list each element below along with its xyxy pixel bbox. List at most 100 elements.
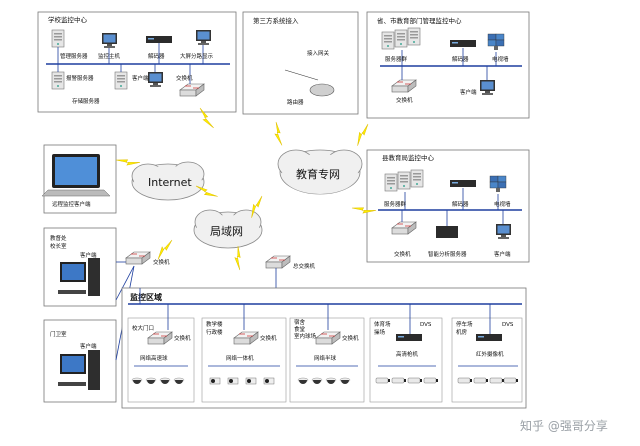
label-alarm-server: 报警服务器 — [66, 74, 94, 82]
third-party-title: 第三方系统接入 — [253, 16, 299, 25]
watermark: 知乎 @强哥分享 — [520, 418, 608, 433]
server-cluster-icon-2 — [394, 29, 408, 48]
label-switch: 交换机 — [394, 250, 411, 258]
dvs-icon — [396, 334, 422, 341]
infrared-camera-icon — [503, 377, 519, 384]
pc-tower-icon — [88, 258, 100, 296]
guard-client-label: 客户端 — [80, 342, 97, 350]
guard-room-panel: 门卫室 客户端 — [43, 319, 117, 403]
alarm-server-icon — [51, 71, 65, 90]
label-router: 路由器 — [287, 98, 304, 106]
management-server-icon — [51, 29, 65, 48]
zone-title-line: 行政楼 — [206, 328, 223, 336]
label-switch: 交换机 — [176, 74, 193, 82]
bullet-camera-icon — [391, 377, 407, 384]
zone-title-line: 教学楼 — [206, 320, 223, 328]
label-server-cluster: 服务器群 — [384, 200, 407, 208]
server-cluster-icon — [381, 31, 395, 50]
remote-client-panel: 远程监控客户端 — [41, 144, 117, 214]
box-camera-icon — [263, 377, 275, 385]
label-client: 客户端 — [460, 88, 477, 96]
left-switch-label: 交换机 — [153, 258, 170, 266]
label-server-cluster: 服务器群 — [385, 55, 408, 63]
zone-switch-label: 交换机 — [342, 334, 359, 342]
link-bolt-lan-core — [230, 245, 248, 271]
box-camera-icon — [209, 377, 221, 385]
analysis-server-icon — [436, 226, 458, 238]
label-decoder: 解码器 — [148, 52, 165, 60]
pc-tower-icon — [88, 350, 100, 390]
edu-net-label: 教育专网 — [296, 167, 340, 181]
label-monitor-host: 监控主机 — [98, 52, 121, 60]
label-client: 客户端 — [132, 74, 149, 82]
zone-title-line: 食堂 — [294, 325, 306, 333]
zone-cam-label: 网络一体机 — [226, 354, 254, 362]
zone-title-line: 停车场 — [456, 320, 473, 328]
link-bolt-lan-switch — [152, 239, 178, 260]
guard-title: 门卫室 — [50, 330, 67, 338]
school-center-panel: 学校监控中心 管理服务器 监控主机 解码器 大屏分路显示 报警服务器 客户端 交… — [37, 11, 237, 113]
zone-switch-label: 交换机 — [174, 334, 191, 342]
monitor-area-title: 监控区域 — [130, 292, 162, 302]
infrared-camera-icon — [489, 377, 505, 384]
edu-net-cloud: 教育专网 — [277, 149, 363, 195]
label-tv-wall: 电视墙 — [492, 55, 509, 63]
label-storage-server: 存储服务器 — [72, 97, 100, 105]
label-analysis-server: 智能分析服务器 — [428, 250, 467, 258]
remote-client-label: 远程监控客户端 — [52, 200, 91, 208]
router-icon — [309, 83, 335, 97]
server-cluster-icon-3 — [410, 169, 424, 188]
zone-title-line: 体育场 — [374, 320, 391, 328]
zone-title-line: 校大门口 — [132, 324, 154, 332]
dvs-label: DVS — [502, 322, 514, 328]
zone-main-gate: 校大门口 交换机 网络高速球 — [127, 304, 195, 403]
principal-office-panel: 教督处 校长室 客户端 — [43, 227, 117, 307]
infrared-camera-icon — [457, 377, 473, 384]
internet-label: Internet — [148, 176, 192, 189]
core-switch-label: 总交换机 — [293, 262, 316, 270]
province-center-panel: 省、市教育部门管理监控中心 服务器群 解码器 电视墙 交换机 客户端 — [366, 11, 530, 119]
storage-server-icon — [114, 71, 128, 90]
box-camera-icon — [245, 377, 257, 385]
bullet-camera-icon — [423, 377, 439, 384]
core-switch-icon — [265, 255, 291, 269]
decoder-icon — [450, 40, 476, 47]
label-tv-wall: 电视墙 — [494, 200, 511, 208]
zone-cam-label: 高清枪机 — [396, 350, 419, 358]
label-switch: 交换机 — [396, 96, 413, 104]
zone-stadium: 体育场 操场 DVS 高清枪机 — [369, 304, 443, 403]
zone-title-line: 机房 — [456, 328, 468, 336]
principal-title-line2: 校长室 — [50, 242, 67, 250]
link-bolt-third-party — [271, 121, 287, 146]
province-center-title: 省、市教育部门管理监控中心 — [377, 16, 462, 25]
server-cluster-icon-2 — [397, 171, 411, 190]
county-center-title: 县教育局监控中心 — [382, 153, 435, 162]
label-client: 客户端 — [494, 250, 511, 258]
school-center-title: 学校监控中心 — [48, 15, 88, 24]
server-cluster-icon — [384, 173, 398, 192]
label-gateway: 接入网关 — [307, 49, 330, 57]
label-decoder: 解码器 — [452, 200, 469, 208]
zone-cam-label: 红外摄像机 — [476, 350, 504, 358]
label-big-screen: 大屏分路显示 — [180, 52, 214, 60]
zone-cam-label: 网络高速球 — [140, 354, 168, 362]
decoder-icon — [450, 180, 476, 187]
zone-dormitory: 宿舍 食堂 室内球场 交换机 网络半球 — [289, 304, 365, 403]
zone-title-line: 宿舍 — [294, 318, 306, 326]
zone-parking: 停车场 机房 DVS 红外摄像机 — [451, 304, 523, 403]
county-center-panel: 县教育局监控中心 服务器群 解码器 电视墙 交换机 智能分析服务器 客户端 — [366, 149, 530, 263]
zone-teaching-building: 教学楼 行政楼 交换机 网络一体机 — [201, 304, 287, 403]
laptop-icon — [41, 189, 111, 197]
third-party-panel: 第三方系统接入 接入网关 路由器 — [242, 11, 397, 115]
zone-title-line: 操场 — [374, 328, 386, 336]
infrared-camera-icon — [473, 377, 489, 384]
dvs-label: DVS — [420, 322, 432, 328]
lan-label: 局域网 — [210, 225, 243, 238]
label-management-server: 管理服务器 — [60, 52, 88, 60]
principal-title-line1: 教督处 — [50, 234, 67, 242]
internet-cloud: Internet — [131, 161, 205, 201]
zone-cam-label: 网络半球 — [314, 354, 337, 362]
link-bolt-province — [350, 123, 375, 147]
label-decoder: 解码器 — [452, 55, 469, 63]
